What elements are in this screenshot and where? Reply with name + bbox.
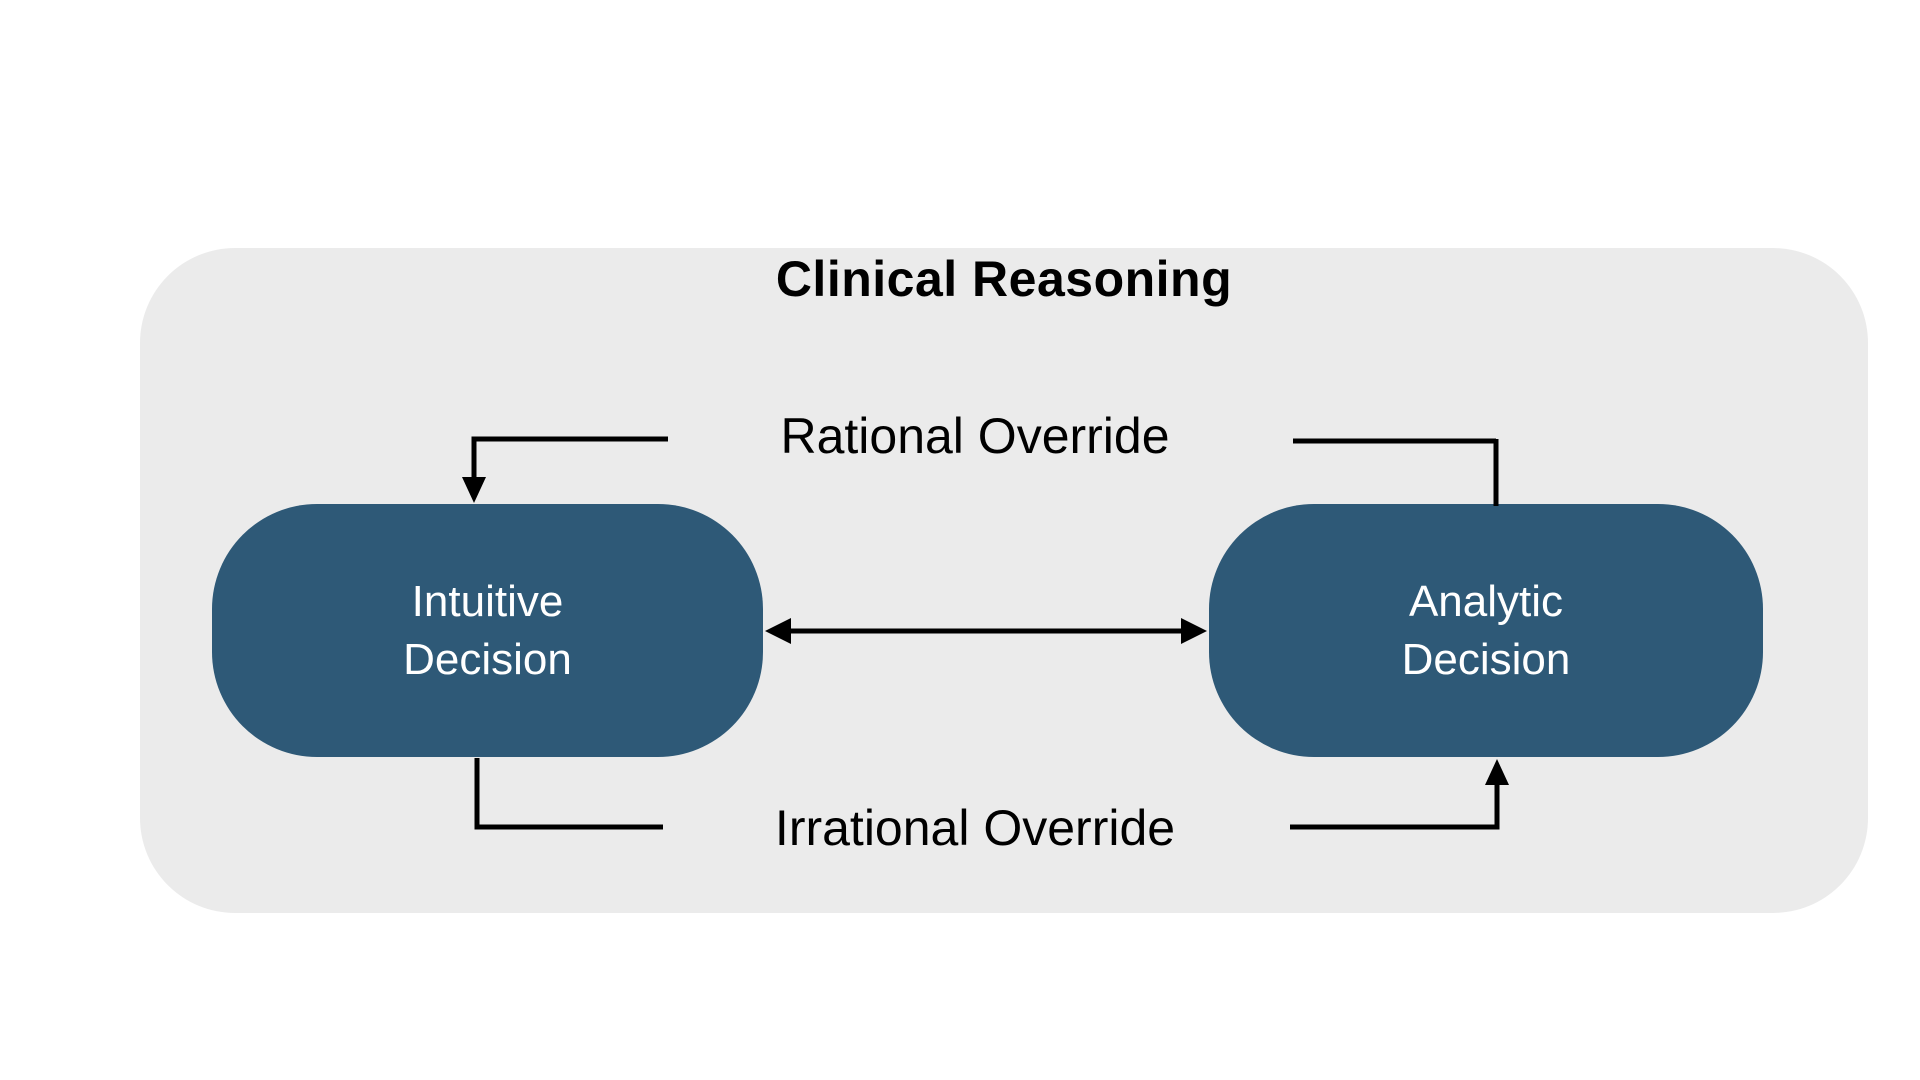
- edge-label-irrational-override: Irrational Override: [774, 800, 1176, 856]
- node-intuitive-label-line2: Decision: [403, 634, 572, 684]
- node-analytic-label-line1: Analytic: [1408, 576, 1564, 626]
- diagram-title: Clinical Reasoning: [775, 251, 1233, 307]
- node-analytic-decision: Analytic Decision: [1209, 504, 1763, 757]
- node-intuitive-decision: Intuitive Decision: [212, 504, 763, 757]
- edge-label-rational-override: Rational Override: [780, 408, 1170, 464]
- node-intuitive-label-line1: Intuitive: [411, 576, 564, 626]
- node-analytic-label-line2: Decision: [1401, 634, 1571, 684]
